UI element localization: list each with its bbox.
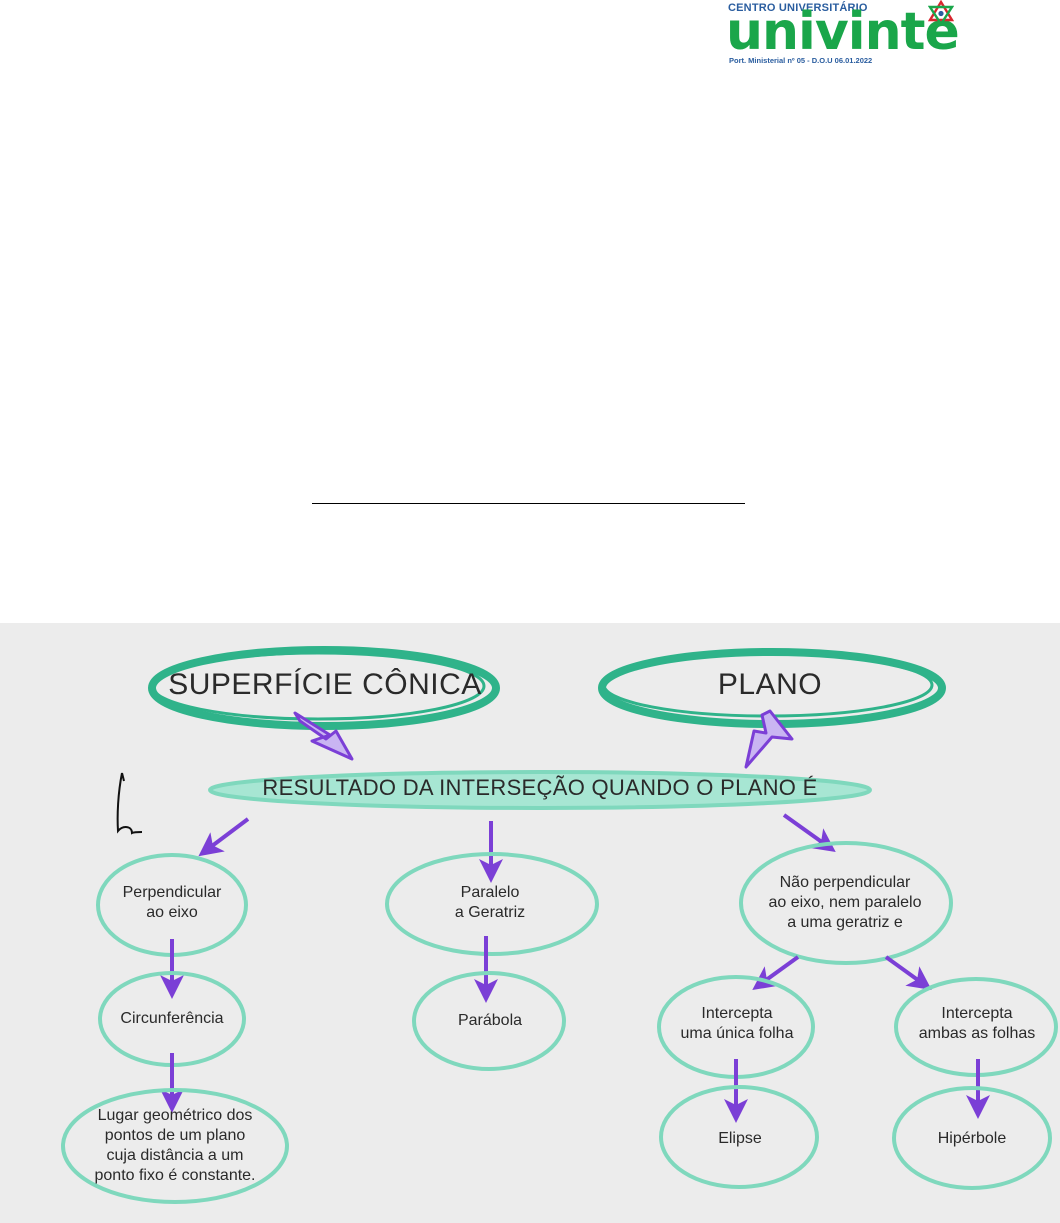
logo-ordinance: Port. Ministerial nº 05 - D.O.U 06.01.20… <box>729 56 873 65</box>
node-lugar-geometrico <box>61 1088 289 1204</box>
star-icon <box>928 0 954 26</box>
logo-wordmark: univinte <box>726 2 960 62</box>
label-hiperbole: Hipérbole <box>937 1130 1007 1147</box>
node-paralelo <box>385 852 599 956</box>
label-elipse: Elipse <box>718 1130 762 1147</box>
label-circunferencia: Circunferência <box>120 1010 224 1027</box>
logo-top-line: CENTRO UNIVERSITÁRIO <box>728 2 868 14</box>
univinte-logo: CENTRO UNIVERSITÁRIO univinte Port. Mini… <box>726 0 960 70</box>
label-plano: PLANO <box>717 668 823 701</box>
zigzag-arrow-left <box>293 711 354 761</box>
label-resultado: RESULTADO DA INTERSEÇÃO QUANDO O PLANO É <box>262 775 818 800</box>
node-elipse <box>659 1085 819 1189</box>
handwritten-mark <box>116 772 143 835</box>
label-parabola: Parábola <box>457 1012 523 1029</box>
conic-sections-concept-map: SUPERFÍCIE CÔNICA PLANO RESULTADO DA INT… <box>0 623 1060 1223</box>
resultado-banner <box>208 770 872 810</box>
signature-line <box>312 503 745 504</box>
node-hiperbole <box>892 1086 1052 1190</box>
zigzag-arrow-right <box>744 709 794 769</box>
label-superficie-conica: SUPERFÍCIE CÔNICA <box>168 668 482 701</box>
node-parabola <box>412 971 566 1071</box>
concept-map-shapes <box>61 646 1058 1204</box>
node-nao-perpendicular <box>739 841 953 965</box>
